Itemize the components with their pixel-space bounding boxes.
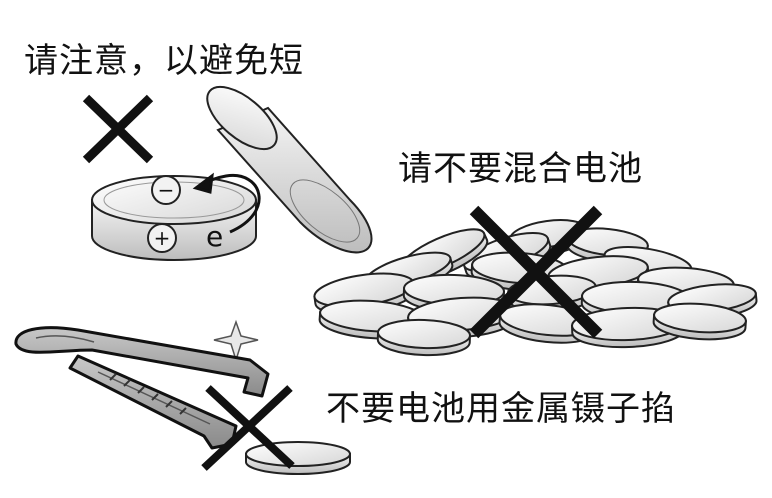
electron-mark: e xyxy=(206,220,223,253)
arrow-icon xyxy=(192,172,261,234)
warning-no-metal-tweezers: 不要电池用金属镊子掐 xyxy=(326,389,676,429)
cross-icon-tweezers xyxy=(201,385,295,471)
warning-short-circuit: 请注意，以避免短 xyxy=(24,41,304,81)
coin-battery-under-tweezers xyxy=(245,441,351,475)
coin-battery-flat xyxy=(91,175,257,261)
cross-icon-mix xyxy=(469,205,603,339)
metal-tweezers xyxy=(14,326,270,450)
positive-mark: + xyxy=(154,226,171,250)
warning-do-not-mix: 请不要混合电池 xyxy=(398,149,643,189)
coin-battery xyxy=(652,302,747,341)
cross-icon-short xyxy=(82,94,154,164)
negative-mark: − xyxy=(158,178,175,202)
coin-pile xyxy=(313,219,758,357)
coin-battery-tilted xyxy=(206,85,373,254)
coin-battery xyxy=(376,318,472,357)
